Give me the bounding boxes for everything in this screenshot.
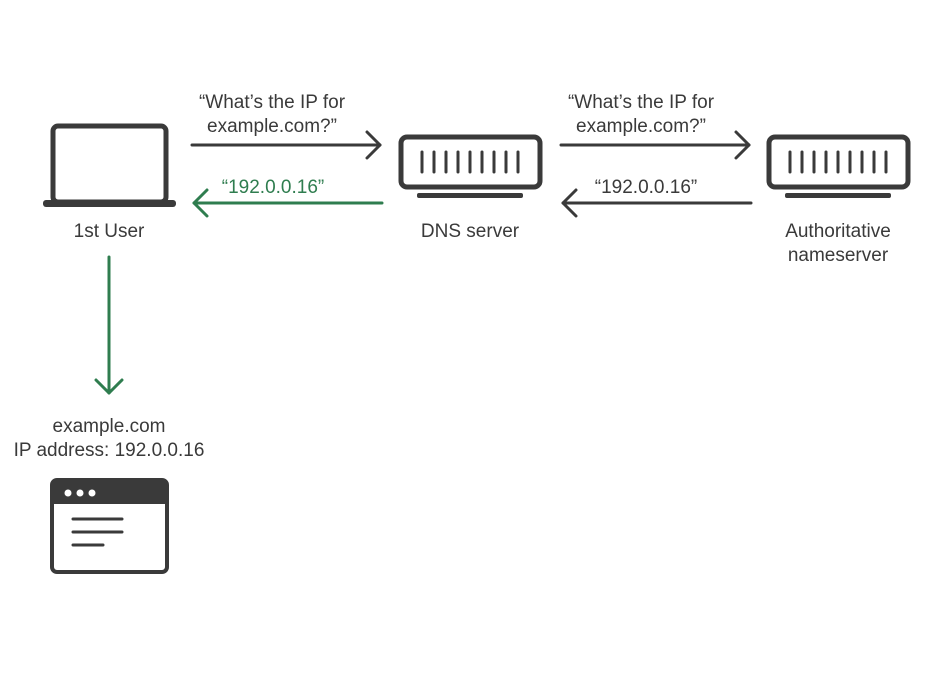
dns-server-label: DNS server [420, 221, 520, 242]
user-label: 1st User [73, 221, 145, 242]
dns-response-arrow [192, 188, 384, 218]
dns-query-arrow [559, 130, 751, 160]
result-arrow [94, 255, 124, 395]
dns-query-label: “What’s the IP for example.com?” [567, 92, 715, 137]
auth-response-label: “192.0.0.16” [594, 177, 698, 198]
auth-response-arrow [561, 188, 753, 218]
authoritative-nameserver-label: Authoritative nameserver [785, 221, 891, 266]
result-domain: example.com [52, 416, 166, 437]
user-query-arrow [190, 130, 382, 160]
dns-response-label: “192.0.0.16” [221, 177, 325, 198]
laptop-icon [43, 123, 176, 207]
user-query-label: “What’s the IP for example.com?” [198, 92, 346, 137]
browser-window-icon [50, 478, 169, 574]
result-ip-address: IP address: 192.0.0.16 [13, 440, 205, 461]
result-label: example.com IP address: 192.0.0.16 [0, 415, 218, 463]
authoritative-server-icon [766, 134, 911, 198]
dns-server-icon [398, 134, 543, 198]
